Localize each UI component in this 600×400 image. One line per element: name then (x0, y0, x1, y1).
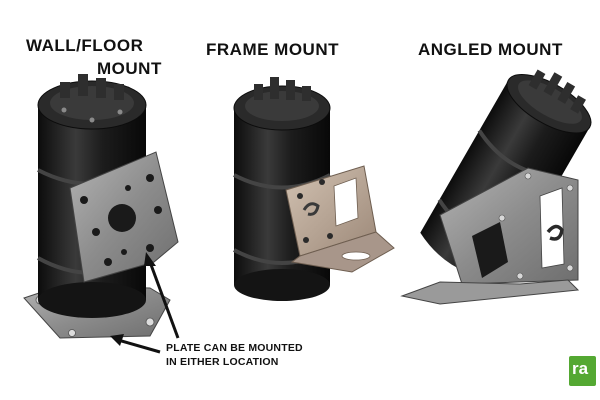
title-frame-mount: FRAME MOUNT (206, 40, 339, 59)
angled-mount-illustration (400, 69, 592, 305)
title-wall-floor-line1: WALL/FLOOR (26, 36, 144, 55)
frame-mount-illustration (233, 77, 395, 301)
annotation-line1: PLATE CAN BE MOUNTED (166, 342, 303, 354)
annotation-line2: IN EITHER LOCATION (166, 356, 279, 368)
annotation-arrows (110, 252, 180, 354)
wall-floor-mount-illustration (23, 74, 179, 339)
brand-logo: ra (569, 356, 596, 386)
brand-logo-text: ra (572, 359, 589, 378)
title-wall-floor-line2: MOUNT (97, 59, 162, 78)
title-angled-mount: ANGLED MOUNT (418, 40, 563, 59)
